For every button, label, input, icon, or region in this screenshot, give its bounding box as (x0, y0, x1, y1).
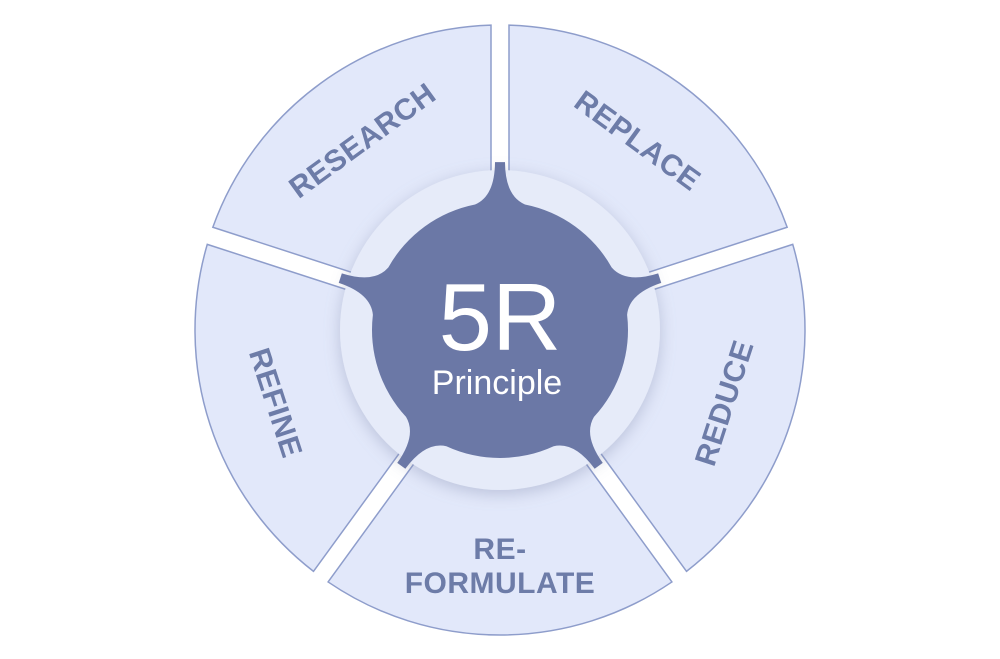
hub-star (338, 162, 662, 469)
hub-title: 5R (439, 264, 562, 371)
hub-subtitle: Principle (432, 364, 562, 402)
segment-label-line: RE- (473, 533, 526, 566)
segment-label-line: FORMULATE (405, 567, 596, 600)
segment-label-reformulate: RE-FORMULATE (405, 533, 596, 600)
